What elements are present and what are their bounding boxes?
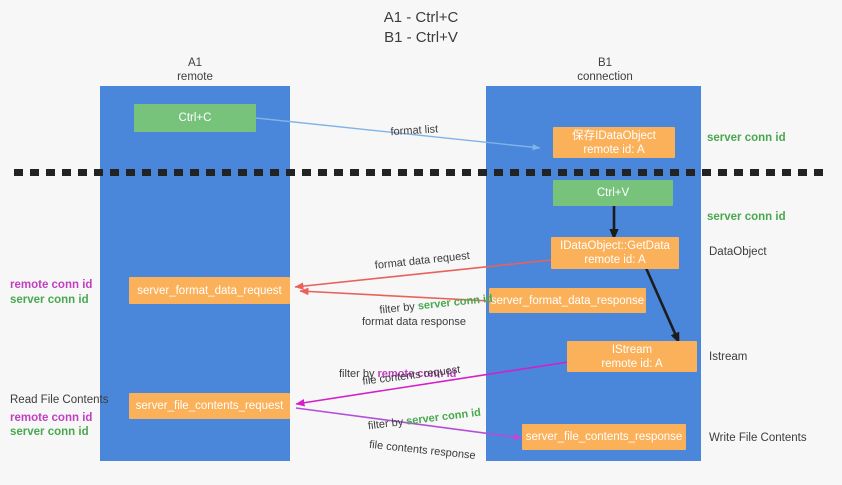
label-server-conn-id-file: server conn id <box>10 426 89 438</box>
node-idataobject-line1: 保存IDataObject <box>572 129 656 142</box>
filter-term-remote-conn-id: remote conn id <box>377 368 457 380</box>
label-istream: Istream <box>709 351 748 363</box>
edge-label-file-contents-response: file contents response filter by remote … <box>360 408 480 485</box>
node-server-file-contents-request[interactable]: server_file_contents_request <box>129 393 290 419</box>
node-server-format-data-response[interactable]: server_format_data_response <box>489 288 646 313</box>
node-istream-line2: remote id: A <box>601 357 663 370</box>
edge-label-format-data-request-main: format data request <box>374 249 471 272</box>
node-idataobject-line2: remote id: A <box>583 143 645 156</box>
node-getdata-line1: IDataObject::GetData <box>560 240 670 252</box>
node-ctrl-v-label: Ctrl+V <box>596 187 630 199</box>
node-server-format-data-request[interactable]: server_format_data_request <box>129 277 290 304</box>
node-istream[interactable]: IStream remote id: A <box>567 341 697 372</box>
edge-label-format-data-response: format data response filter by remote co… <box>339 285 466 412</box>
label-remote-conn-id-file: remote conn id <box>10 412 93 424</box>
node-ctrl-c-label: Ctrl+C <box>178 112 212 124</box>
node-server-format-data-response-label: server_format_data_response <box>490 294 645 307</box>
node-server-file-contents-request-label: server_file_contents_request <box>135 400 284 412</box>
column-header-a1: A1 remote <box>177 57 213 83</box>
label-read-file-contents: Read File Contents <box>10 394 109 406</box>
node-ctrl-v[interactable]: Ctrl+V <box>553 180 673 206</box>
edge-label-file-contents-response-main: file contents response <box>368 438 477 462</box>
edge-label-format-list-text: format list <box>390 123 439 139</box>
phase-divider <box>14 169 828 176</box>
node-server-file-contents-response[interactable]: server_file_contents_response <box>522 424 686 450</box>
edge-label-format-data-response-filter: filter by remote conn id <box>339 367 466 382</box>
filter-prefix: filter by <box>339 368 378 380</box>
node-ctrl-c[interactable]: Ctrl+C <box>134 104 256 132</box>
edge-label-format-data-response-main: format data response <box>362 316 466 328</box>
edge-label-file-contents-request-main: file contents request <box>361 363 461 388</box>
node-idataobject-getdata[interactable]: IDataObject::GetData remote id: A <box>551 237 679 269</box>
label-server-conn-id-format: server conn id <box>10 294 89 306</box>
label-write-file-contents: Write File Contents <box>709 432 807 444</box>
label-dataobject: DataObject <box>709 246 767 258</box>
node-idataobject[interactable]: 保存IDataObject remote id: A <box>553 127 675 158</box>
page-title: A1 - Ctrl+C B1 - Ctrl+V <box>383 9 459 46</box>
label-server-conn-id-top: server conn id <box>707 132 786 144</box>
node-server-format-data-request-label: server_format_data_request <box>137 284 282 297</box>
node-getdata-line2: remote id: A <box>584 254 646 266</box>
node-server-file-contents-response-label: server_file_contents_response <box>525 431 683 443</box>
edge-label-format-list: format list <box>377 107 440 156</box>
node-istream-line1: IStream <box>611 343 653 356</box>
label-remote-conn-id-format: remote conn id <box>10 279 93 291</box>
column-header-b1: B1 connection <box>577 57 633 83</box>
label-server-conn-id-second: server conn id <box>707 211 786 223</box>
